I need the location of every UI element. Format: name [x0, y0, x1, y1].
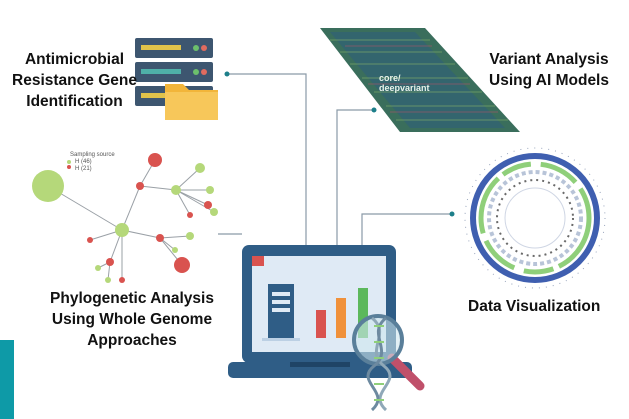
- tree-nodes: [32, 153, 218, 283]
- dataviz-title: Data Visualization: [468, 298, 601, 315]
- phylo-title-line1: Phylogenetic Analysis: [50, 290, 214, 307]
- phylo-title: Phylogenetic Analysis Using Whole Genome…: [42, 288, 222, 351]
- tree-legend: Sampling source H (46) H (21): [70, 152, 115, 173]
- circular-genome-plot: [464, 147, 606, 289]
- tree-legend-title: Sampling source: [70, 152, 115, 158]
- phylo-title-line2: Using Whole Genome: [51, 311, 213, 328]
- deepvariant-logo-line1: core/: [379, 73, 401, 83]
- amr-title-line2: Resistance Gene: [12, 72, 137, 89]
- variant-title-line1: Variant Analysis: [489, 51, 609, 68]
- bar-chart-icon: [262, 284, 368, 341]
- tree-legend-item1: H (46): [75, 159, 92, 165]
- tree-legend-item2: H (21): [75, 166, 92, 172]
- connector-lines: [218, 73, 452, 245]
- phylo-title-line3: Approaches: [87, 332, 177, 349]
- amr-title-line3: Identification: [26, 93, 123, 110]
- variant-title-line2: Using AI Models: [489, 72, 609, 89]
- teal-accent-bar: [0, 340, 14, 419]
- variant-title: Variant Analysis Using AI Models: [474, 49, 624, 91]
- magnifier-dna-icon: [352, 314, 425, 412]
- genomic-pileup-image: [320, 28, 520, 132]
- folder-icon: [165, 84, 218, 120]
- deepvariant-logo: core/ deepvariant: [379, 73, 430, 93]
- amr-title: Antimicrobial Resistance Gene Identifica…: [2, 49, 147, 112]
- amr-title-line1: Antimicrobial: [24, 51, 125, 68]
- deepvariant-logo-line2: deepvariant: [379, 83, 430, 93]
